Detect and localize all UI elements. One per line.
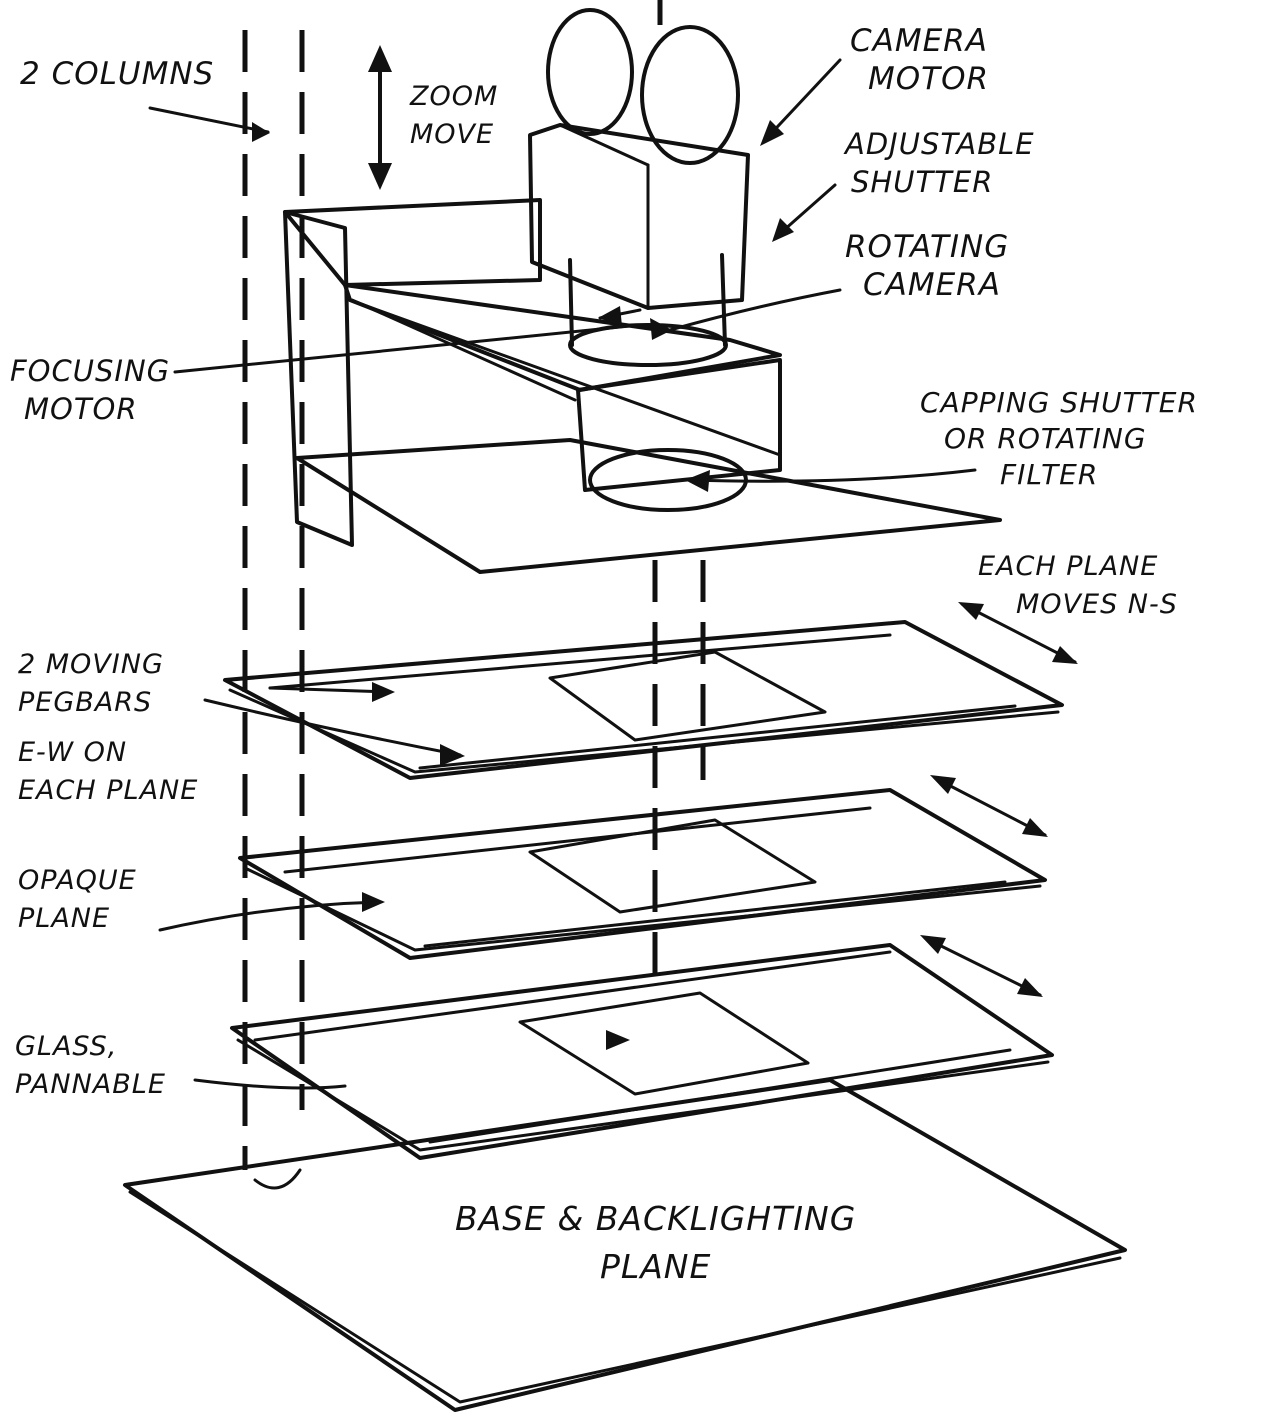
label-moving-pegbars-line1: 2 MOVING bbox=[18, 649, 164, 680]
label-opaque-plane: OPAQUE PLANE bbox=[18, 862, 137, 938]
label-zoom-move-line1: ZOOM bbox=[410, 81, 499, 112]
label-each-plane-moves-line2: MOVES N-S bbox=[1016, 589, 1178, 620]
label-each-plane-moves-line1: EACH PLANE bbox=[978, 551, 1159, 582]
label-camera-motor-line1: CAMERA bbox=[850, 23, 988, 59]
label-moving-pegbars-line2: PEGBARS bbox=[18, 687, 153, 718]
camera-body-shape bbox=[528, 8, 750, 310]
label-zoom-move-line2: MOVE bbox=[410, 119, 495, 150]
pegbar-plane-shape bbox=[223, 620, 1064, 780]
label-ew-each-plane: E-W ON EACH PLANE bbox=[18, 734, 198, 810]
label-adjustable-shutter: ADJUSTABLE SHUTTER bbox=[845, 125, 1035, 201]
label-camera-motor: CAMERA MOTOR bbox=[850, 22, 989, 98]
label-adjustable-shutter-line2: SHUTTER bbox=[851, 165, 994, 199]
label-ew-each-plane-line1: E-W ON bbox=[18, 737, 128, 768]
label-base-plane-line1: BASE & BACKLIGHTING bbox=[455, 1199, 857, 1238]
label-focusing-motor-line1: FOCUSING bbox=[10, 354, 171, 388]
label-two-columns: 2 COLUMNS bbox=[20, 55, 214, 93]
label-capping-shutter: CAPPING SHUTTER OR ROTATING FILTER bbox=[920, 385, 1198, 493]
label-focusing-motor-line2: MOTOR bbox=[24, 392, 138, 426]
label-moving-pegbars: 2 MOVING PEGBARS bbox=[18, 646, 164, 722]
label-capping-shutter-line2: OR ROTATING bbox=[944, 422, 1147, 455]
label-focusing-motor: FOCUSING MOTOR bbox=[10, 352, 170, 428]
opaque-plane-shape bbox=[238, 788, 1047, 960]
label-ew-each-plane-line2: EACH PLANE bbox=[18, 775, 199, 806]
label-rotating-camera: ROTATING CAMERA bbox=[845, 228, 1009, 304]
label-adjustable-shutter-line1: ADJUSTABLE bbox=[845, 127, 1035, 161]
column-lines bbox=[242, 0, 706, 1170]
label-capping-shutter-line1: CAPPING SHUTTER bbox=[920, 386, 1198, 419]
label-glass-pannable-line2: PANNABLE bbox=[15, 1069, 166, 1100]
label-base-plane-line2: PLANE bbox=[599, 1247, 712, 1286]
leader-lines bbox=[148, 45, 1078, 1090]
label-zoom-move: ZOOM MOVE bbox=[410, 78, 498, 154]
label-capping-shutter-line3: FILTER bbox=[1000, 458, 1099, 491]
label-two-columns-text: 2 COLUMNS bbox=[20, 56, 215, 92]
label-opaque-plane-line2: PLANE bbox=[18, 903, 111, 934]
label-rotating-camera-line1: ROTATING bbox=[845, 229, 1010, 265]
label-opaque-plane-line1: OPAQUE bbox=[18, 865, 137, 896]
label-rotating-camera-line2: CAMERA bbox=[863, 267, 1001, 303]
label-each-plane-moves: EACH PLANE MOVES N-S bbox=[978, 548, 1178, 624]
label-glass-pannable: GLASS, PANNABLE bbox=[15, 1028, 166, 1104]
label-camera-motor-line2: MOTOR bbox=[868, 61, 990, 97]
camera-carriage-shape bbox=[283, 198, 1002, 574]
label-glass-pannable-line1: GLASS, bbox=[15, 1031, 118, 1062]
glass-plane-shape bbox=[230, 943, 1054, 1160]
label-base-plane: BASE & BACKLIGHTING PLANE bbox=[455, 1195, 856, 1291]
